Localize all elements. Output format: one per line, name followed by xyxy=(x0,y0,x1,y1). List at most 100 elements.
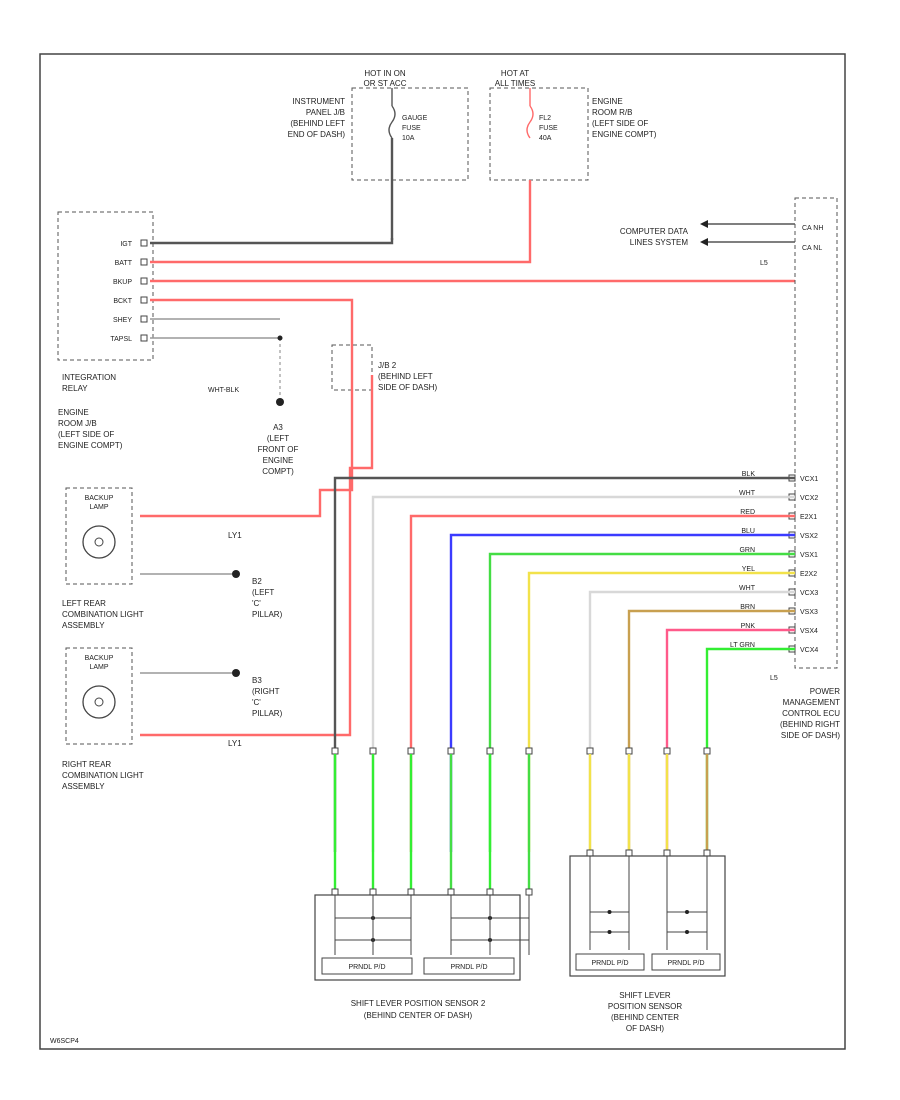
sensor-wire xyxy=(409,514,795,852)
backup-lamp-left-icon xyxy=(82,525,116,559)
diagram-frame xyxy=(39,53,846,1050)
wire-connector-terminal xyxy=(407,747,415,755)
sensor-terminal xyxy=(525,888,533,896)
ecu-pin-label: VCX2 xyxy=(800,495,818,502)
wire-connector-terminal xyxy=(625,747,633,755)
wire-color-label: PNK xyxy=(741,623,756,630)
sensor-wire xyxy=(333,476,795,852)
relay-pin-label: BCKT xyxy=(113,298,132,305)
wire-connector-terminal xyxy=(369,747,377,755)
wire-color-label: GRN xyxy=(739,547,755,554)
relay-pin-terminal xyxy=(140,258,148,266)
sensor-terminal xyxy=(407,888,415,896)
data-line-arrow-icon xyxy=(700,220,708,228)
gauge-fuse-icon xyxy=(388,105,396,139)
ly1-right-label: LY1 xyxy=(228,739,242,748)
relay-pin-terminal xyxy=(140,239,148,247)
backup-lamp-right-icon xyxy=(82,685,116,719)
wire-connector-terminal xyxy=(525,747,533,755)
ecu-pin-label: VSX4 xyxy=(800,628,818,635)
pm-ecu-connector-label: CA NH xyxy=(802,225,823,232)
sensor-wire xyxy=(665,628,795,852)
relay-pin-terminal xyxy=(140,277,148,285)
ground-b3-icon xyxy=(232,669,240,677)
shift-sensor-2-unit xyxy=(321,957,413,975)
shift-sensor-unit-label: PRNDL P/D xyxy=(667,960,704,967)
ground-a3-icon xyxy=(276,398,284,406)
ecu-pin-label: VSX1 xyxy=(800,552,818,559)
wire-color-label: YEL xyxy=(742,566,755,573)
relay-pin-label: BATT xyxy=(115,260,133,267)
shift-sensor-unit-label: PRNDL P/D xyxy=(591,960,628,967)
pm-ecu-sub-label: L5 xyxy=(770,675,778,682)
wire-color-label: RED xyxy=(740,509,755,516)
shift-sensor-2-unit-label: PRNDL P/D xyxy=(348,964,385,971)
relay-pin-terminal xyxy=(140,334,148,342)
ly1-left-label: LY1 xyxy=(228,531,242,540)
sensor-terminal xyxy=(486,888,494,896)
shift-sensor-2-unit-label: PRNDL P/D xyxy=(450,964,487,971)
wire-color-label: WHT xyxy=(739,585,756,592)
ground-b3-label: B3(RIGHT'C'PILLAR) xyxy=(252,676,283,718)
wire-connector-terminal xyxy=(486,747,494,755)
sensor-terminal xyxy=(703,849,711,857)
shift-sensor-2-box xyxy=(314,894,521,981)
switch-node xyxy=(685,930,689,934)
ecu-pin-label: VCX4 xyxy=(800,647,818,654)
shift-sensor-unit xyxy=(575,953,645,971)
ecu-pin-label: VCX3 xyxy=(800,590,818,597)
sensor-terminal xyxy=(625,849,633,857)
sensor-wire xyxy=(705,647,795,852)
instrument-panel-jb-box xyxy=(351,87,469,181)
relay-pin-terminal xyxy=(140,315,148,323)
ground-b2-icon xyxy=(232,570,240,578)
wire-connector-terminal xyxy=(447,747,455,755)
relay-pin-label: BKUP xyxy=(113,279,132,286)
wire-color-label: LT GRN xyxy=(730,642,755,649)
switch-node xyxy=(607,930,612,934)
relay-pin-terminal xyxy=(140,296,148,304)
figure-id: W6SCP4 xyxy=(50,1038,79,1045)
sensor-wire xyxy=(488,552,795,852)
sensor-wire xyxy=(627,609,795,852)
sensor-terminal xyxy=(663,849,671,857)
shift-sensor-switches xyxy=(589,856,708,950)
shift-sensor-box xyxy=(569,855,726,977)
ecu-pin-label: VSX3 xyxy=(800,609,818,616)
bckt-wire xyxy=(150,298,354,355)
wht-blk-label: WHT-BLK xyxy=(208,387,239,394)
wire-color-label: BRN xyxy=(740,604,755,611)
sensor-wire xyxy=(527,571,795,852)
wire-connector-terminal xyxy=(663,747,671,755)
switch-node xyxy=(685,910,689,914)
wire-connector-terminal xyxy=(703,747,711,755)
pm-ecu-connector-label: L5 xyxy=(760,260,768,267)
left-rear-combo-box xyxy=(65,487,133,585)
ground-b2-label: B2(LEFT'C'PILLAR) xyxy=(252,577,283,619)
sensor-wire xyxy=(371,495,795,852)
wire-color-label: BLK xyxy=(742,471,756,478)
right-rear-combo-box xyxy=(65,647,133,745)
integration-relay-box xyxy=(57,211,154,361)
wire-color-label: BLU xyxy=(741,528,755,535)
relay-pin-label: SHEY xyxy=(113,317,132,324)
fl2-fuse-icon xyxy=(526,105,534,139)
sensor-wire xyxy=(449,533,795,852)
backup-left-feed-wire xyxy=(140,355,354,518)
sensor-terminal xyxy=(369,888,377,896)
